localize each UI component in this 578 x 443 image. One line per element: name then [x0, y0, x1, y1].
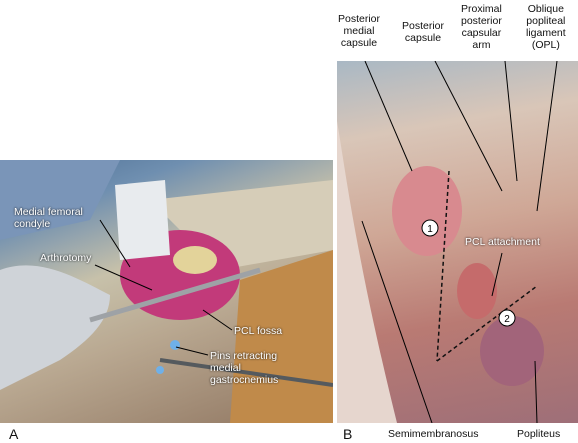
label-line: Pins retracting: [210, 350, 278, 362]
label-line: Proximal: [461, 3, 502, 15]
pin-tip: [156, 366, 164, 374]
capsule-region: [392, 166, 462, 256]
retractor-blade: [115, 180, 170, 260]
instrument-shaft: [89, 267, 261, 323]
label-line: capsular: [461, 27, 502, 39]
panel-a-photo: Medial femoral condyle Arthrotomy PCL fo…: [0, 160, 333, 423]
label-posterior-capsule: Posterior capsule: [402, 20, 444, 44]
label-line: Oblique: [527, 3, 564, 15]
label-posterior-medial-capsule: Posterior medial capsule: [338, 13, 380, 49]
leader-line: [94, 264, 153, 291]
marker-1: [421, 219, 439, 237]
leader-line: [434, 61, 503, 192]
popliteus-region: [480, 316, 544, 386]
leader-line: [536, 61, 558, 212]
label-popliteus: Popliteus: [517, 428, 561, 440]
pcl-region: [457, 263, 497, 319]
dashed-line-1: [436, 170, 450, 362]
pin-tip: [170, 340, 180, 350]
leader-line: [361, 220, 433, 423]
leader-line: [202, 309, 233, 331]
label-line: gastrocnemius: [210, 374, 279, 386]
label-line: (OPL): [531, 39, 560, 51]
panel-letter-b: B: [343, 426, 353, 442]
semimembranosus-region: [337, 121, 397, 423]
leader-line: [504, 61, 518, 182]
label-line: arm: [472, 39, 491, 51]
label-line: medial: [343, 25, 375, 37]
label-pcl-fossa: PCL fossa: [234, 325, 283, 337]
pin: [159, 358, 333, 387]
panel-a-scene: [0, 160, 333, 423]
label-line: ligament: [526, 27, 566, 39]
label-line: condyle: [14, 218, 51, 230]
panel-letter-a: A: [9, 426, 19, 442]
marker-2-text: 2: [504, 314, 510, 325]
label-line: medial: [210, 362, 241, 374]
leader-line: [491, 252, 503, 297]
leader-line: [99, 219, 131, 268]
panel-b-scene: 1 2: [337, 61, 558, 423]
marker-2: [498, 309, 516, 327]
label-proximal-posterior-capsular-arm: Proximal posterior capsular arm: [461, 3, 502, 51]
skin-area: [150, 180, 333, 270]
panel-b-photo: 1 2 PCL attachment: [337, 61, 578, 423]
blue-drape: [0, 160, 120, 240]
fat-tissue: [173, 246, 217, 274]
label-semimembranosus: Semimembranosus: [388, 428, 479, 440]
leader-line: [175, 346, 209, 356]
label-line: Posterior: [338, 13, 381, 25]
label-line: capsule: [404, 32, 442, 44]
label-line: Medial femoral: [14, 206, 83, 218]
label-pins: Pins retracting medial gastrocnemius: [210, 350, 278, 386]
label-line: popliteal: [526, 15, 566, 27]
label-medial-femoral-condyle: Medial femoral condyle: [14, 206, 83, 230]
label-opl: Oblique popliteal ligament (OPL): [526, 3, 566, 51]
label-line: Posterior: [402, 20, 445, 32]
leader-line: [364, 61, 413, 172]
label-line: capsule: [340, 37, 378, 49]
leader-line: [534, 360, 538, 423]
marker-1-text: 1: [427, 224, 433, 235]
label-arthrotomy: Arthrotomy: [40, 252, 92, 264]
label-pcl-attachment: PCL attachment: [465, 236, 540, 248]
gloved-hand: [0, 265, 110, 390]
label-line: posterior: [461, 15, 502, 27]
